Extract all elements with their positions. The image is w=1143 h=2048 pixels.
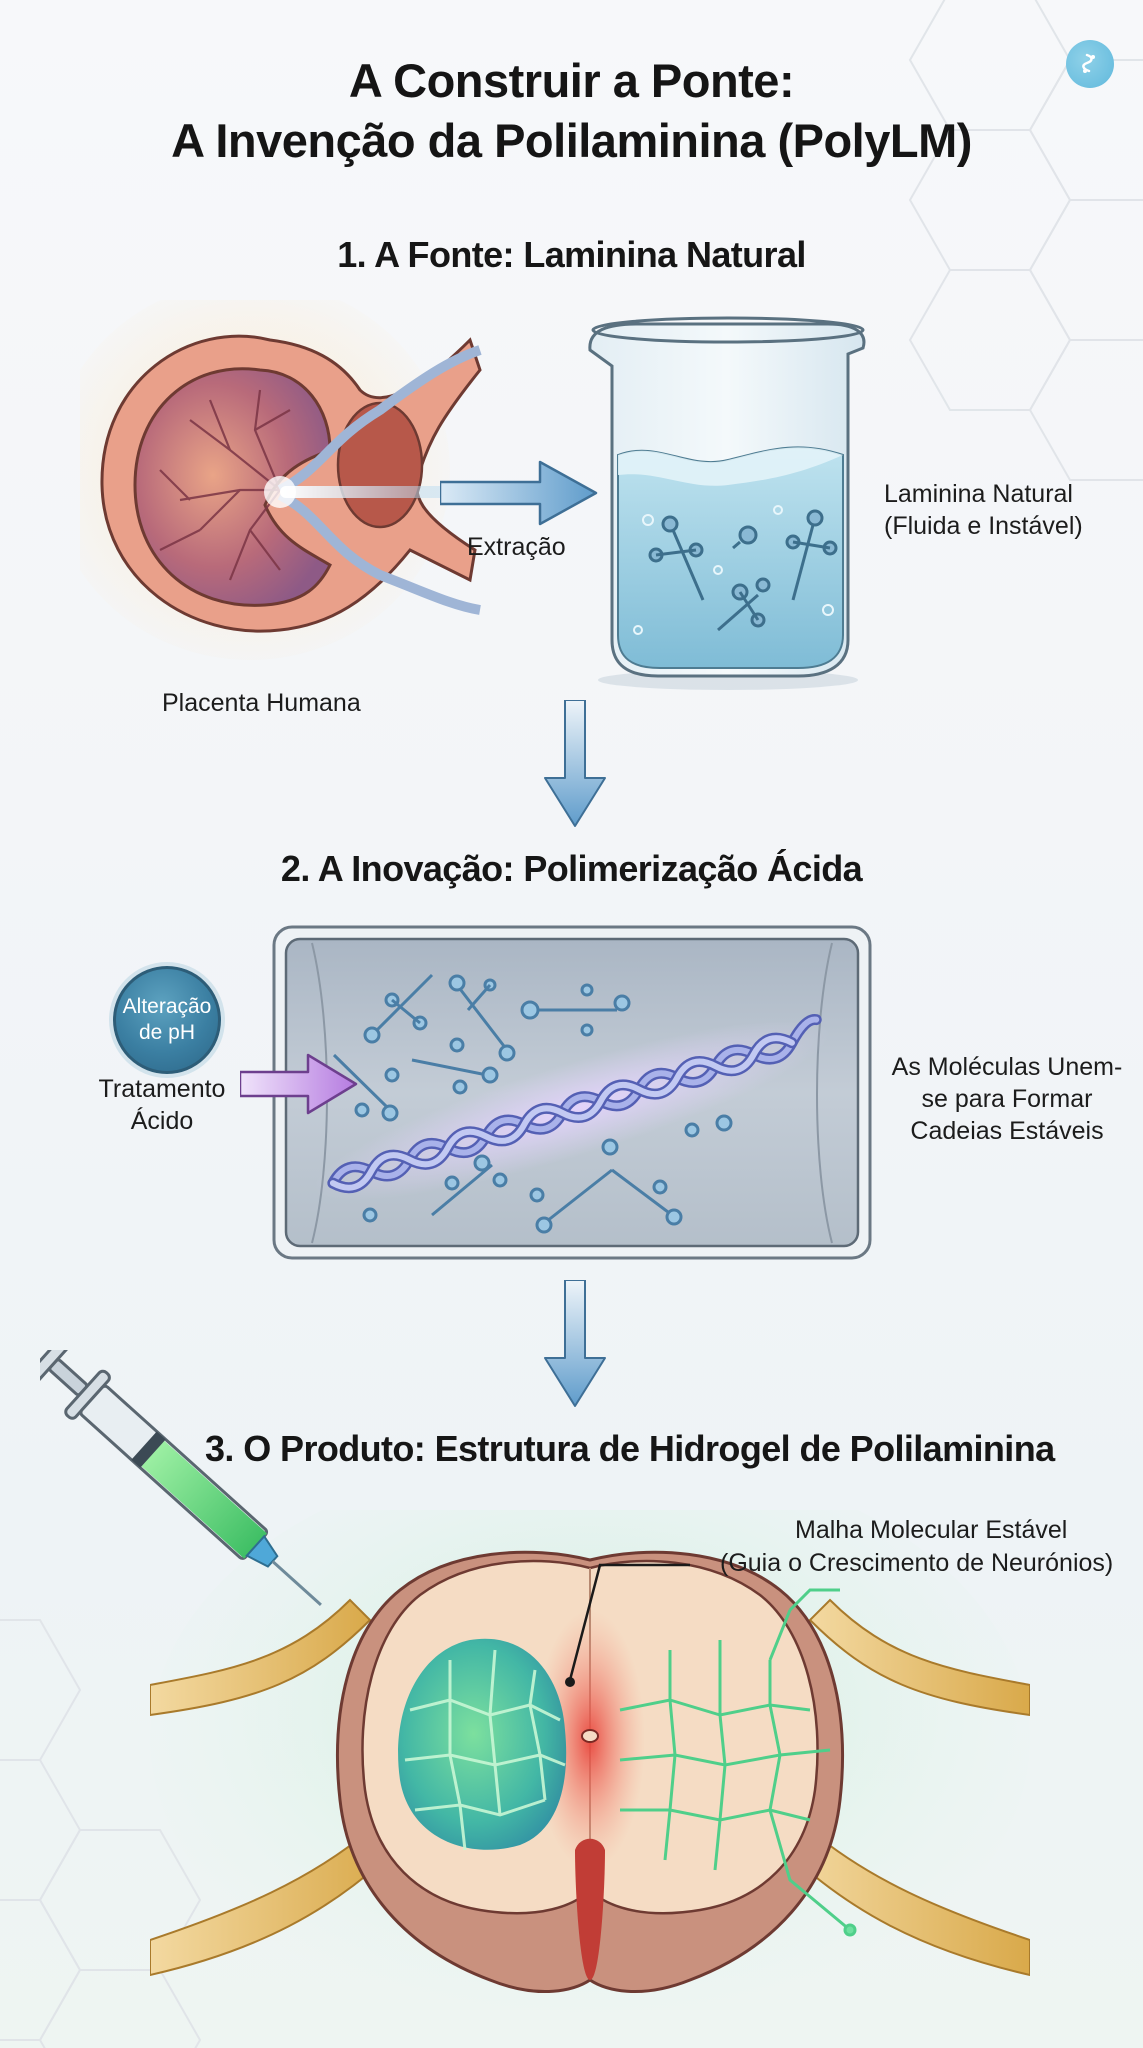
acid-treatment-label-line-1: Tratamento [98, 1075, 226, 1103]
acid-treatment-label-line-2: Ácido [130, 1107, 194, 1135]
callout-label-line-2: (Guia o Crescimento de Neurónios) [720, 1549, 1114, 1577]
arrow-right-purple-icon [240, 1053, 358, 1115]
chain-label-line-1: As Moléculas Unem- [891, 1053, 1123, 1081]
section-3-title: 3. O Produto: Estrutura de Hidrogel de P… [205, 1428, 1055, 1469]
placenta-icon [80, 300, 482, 660]
polymer-helix-icon [327, 1014, 822, 1194]
spinal-cord-icon [150, 1510, 1030, 2030]
laminin-label-line-2: (Fluida e Instável) [884, 512, 1083, 540]
neuron-growth-icon [619, 1588, 857, 1937]
callout-label-line-1: Malha Molecular Estável [795, 1516, 1068, 1544]
page-title-line-1: A Construir a Ponte: [348, 54, 795, 107]
beaker-icon [588, 316, 866, 690]
laminin-label-line-1: Laminina Natural [884, 480, 1073, 508]
extraction-label: Extração [467, 533, 566, 561]
section-2-title: 2. A Inovação: Polimerização Ácida [280, 848, 863, 889]
ph-badge-icon: Alteração de pH [113, 966, 221, 1074]
arrow-down-icon [544, 700, 606, 827]
placenta-label: Placenta Humana [162, 689, 361, 717]
reaction-chamber-icon [272, 925, 872, 1260]
chain-label-line-3: Cadeias Estáveis [910, 1117, 1104, 1145]
badge-label-line-2: de pH [138, 1021, 196, 1044]
arrow-down-icon [544, 1280, 606, 1407]
laminin-molecule-icon [648, 509, 838, 632]
chain-label-line-2: se para Formar [921, 1085, 1093, 1113]
hydrogel-mesh-icon [398, 1638, 567, 1851]
arrow-right-icon [440, 460, 598, 526]
syringe-icon [40, 1350, 322, 1606]
page-title-line-2: A Invenção da Polilaminina (PolyLM) [171, 114, 972, 167]
section-1-title: 1. A Fonte: Laminina Natural [337, 234, 806, 275]
dna-badge-icon [1066, 40, 1114, 88]
badge-label-line-1: Alteração [122, 995, 212, 1018]
